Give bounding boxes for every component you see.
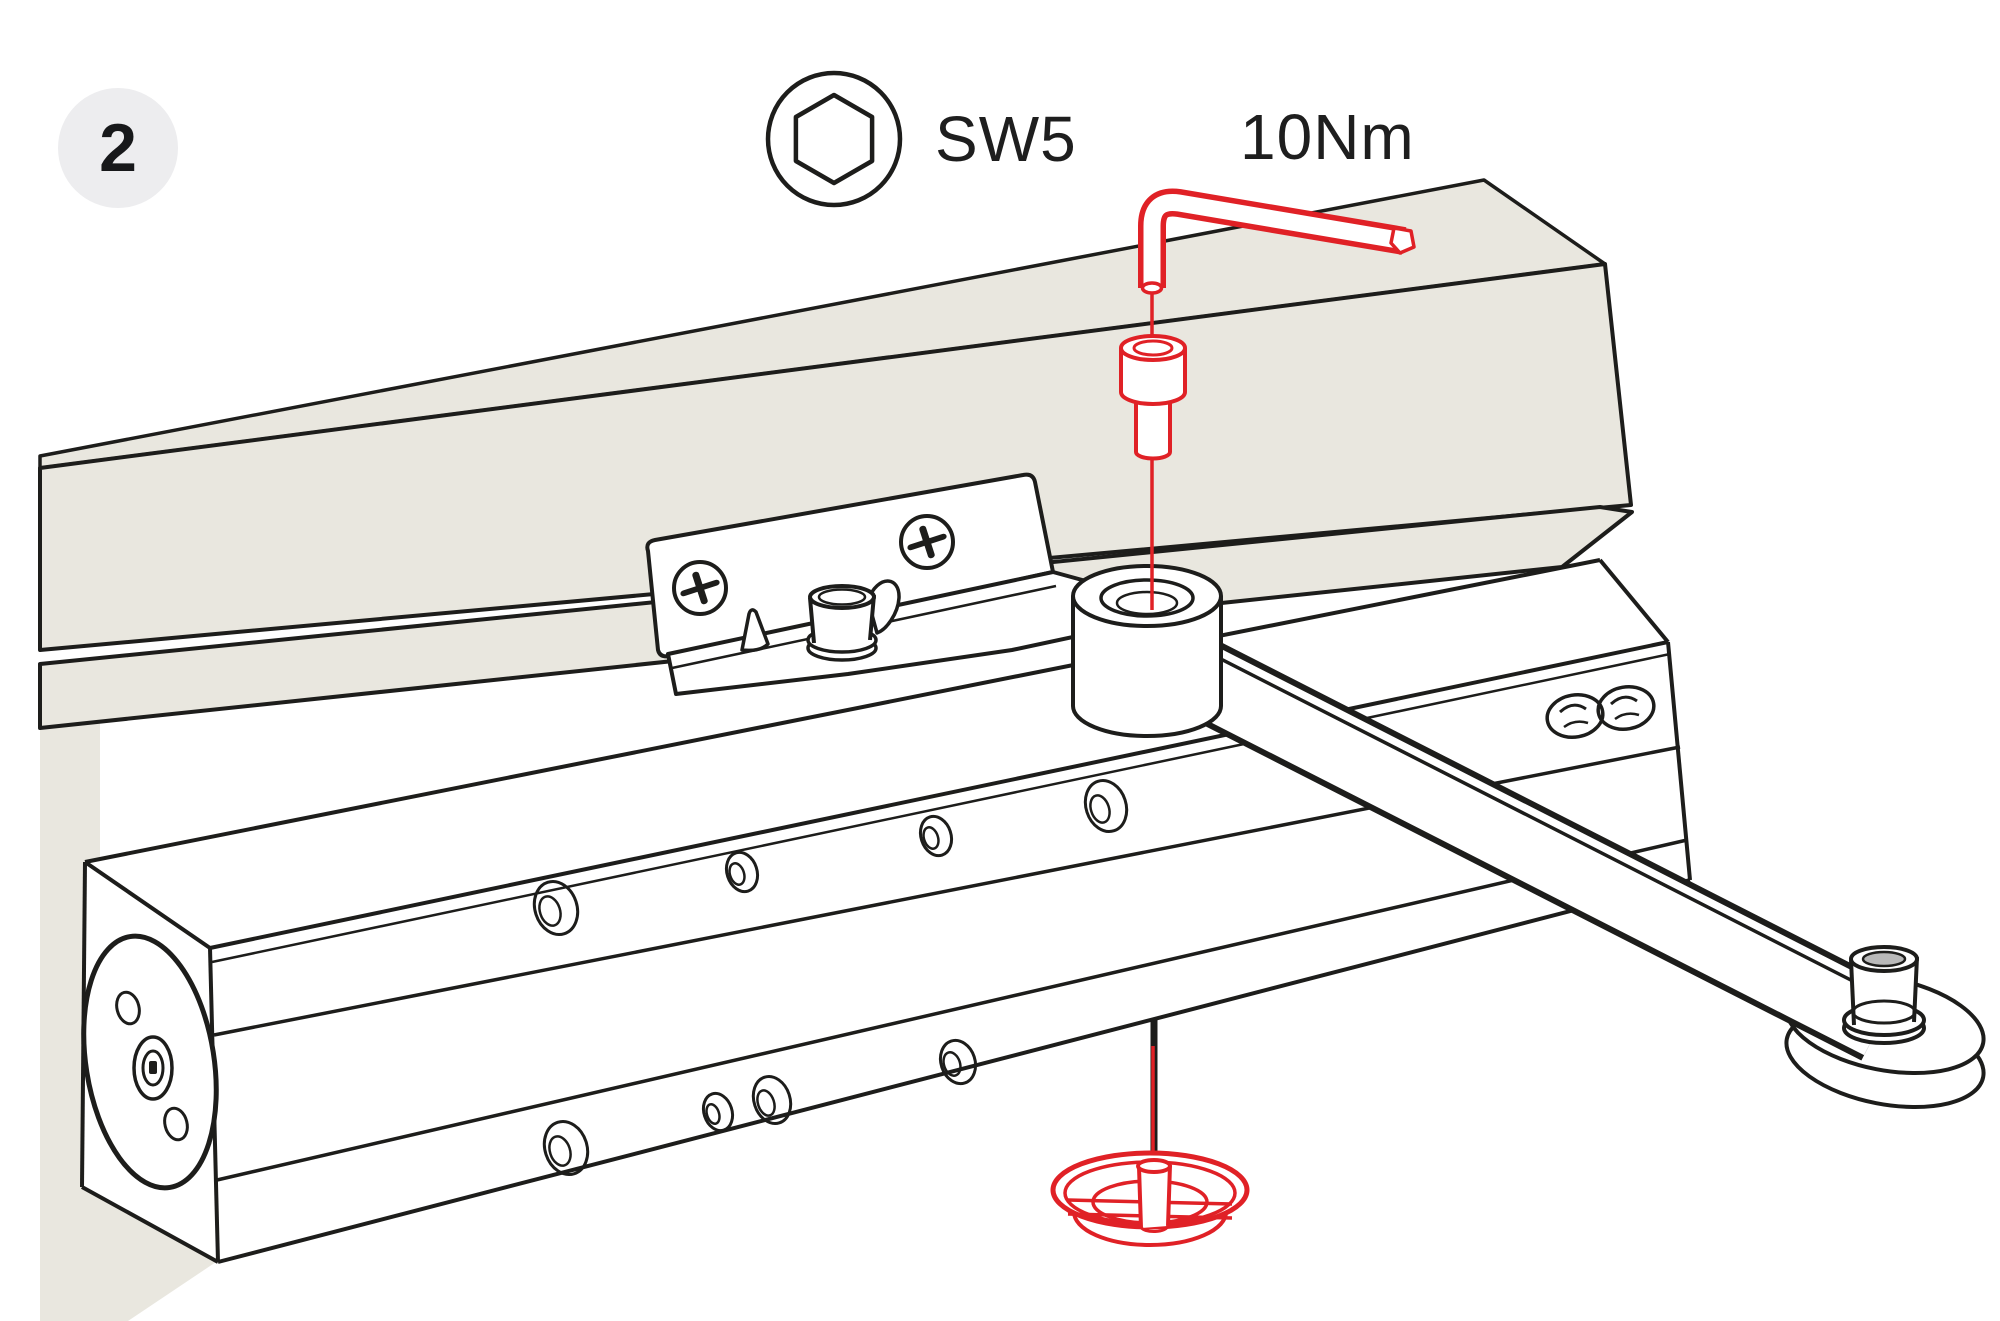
body-hole: [1083, 779, 1129, 833]
phillips-cross-icon: [907, 525, 947, 559]
bracket-screw-left: [672, 560, 728, 616]
step-badge: 2: [58, 88, 178, 208]
allen-key: [1138, 188, 1416, 295]
bracket-tab: [740, 608, 770, 653]
body-hole: [532, 880, 580, 936]
body-hole: [751, 1075, 793, 1125]
spindle-disc: [1050, 1150, 1250, 1247]
hex-socket-callout: SW5: [763, 68, 1077, 210]
body-screw: [1596, 685, 1656, 731]
hex-socket-icon: [765, 70, 903, 208]
body-screw: [1545, 693, 1605, 739]
body-hole: [918, 814, 954, 858]
body-hole: [724, 850, 760, 894]
body-hole: [701, 1091, 735, 1133]
spindle-line: [1150, 1020, 1158, 1164]
end-cap: [81, 933, 219, 1191]
closer-arm: [1131, 615, 1899, 1061]
foot-stud: [1842, 945, 1926, 1045]
body-hole: [542, 1120, 590, 1176]
mounting-bracket: [645, 472, 1150, 696]
body-hole: [938, 1038, 978, 1086]
socket-cap-screw: [1119, 334, 1187, 461]
bracket-screw-right: [899, 514, 955, 570]
step-number: 2: [99, 110, 137, 186]
wrench-size-label: SW5: [935, 103, 1077, 175]
phillips-cross-icon: [680, 571, 720, 605]
arm-pivot-boss: [1071, 564, 1223, 738]
bracket-stud: [806, 579, 901, 662]
torque-label: 10Nm: [1240, 101, 1415, 173]
